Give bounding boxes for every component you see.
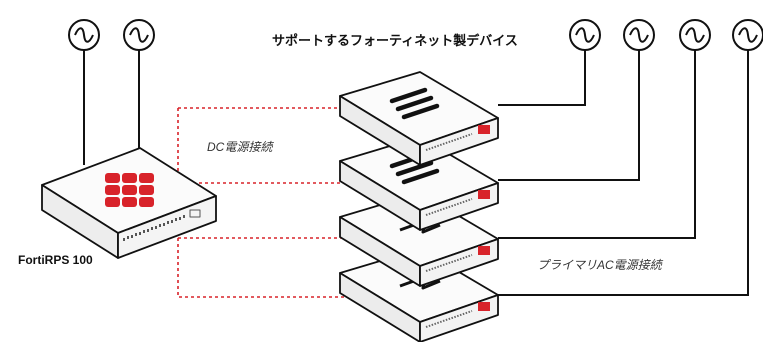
rps-ports	[123, 209, 201, 241]
ac-sine-icon	[623, 19, 655, 51]
device-logo-badge	[478, 246, 490, 255]
ac-sine-icon	[569, 19, 601, 51]
fortirps-unit	[41, 147, 217, 259]
fortigate-bars-icon	[389, 87, 440, 120]
ac-sine-icon	[679, 19, 711, 51]
device-left-face	[339, 272, 421, 342]
device-logo-badge	[478, 125, 490, 134]
device-stack	[339, 71, 499, 342]
fortinet-logo-icon	[105, 173, 154, 207]
device-ac-line-4	[498, 50, 749, 296]
ac-sine-icon	[732, 19, 763, 51]
ac-sine-icon	[123, 19, 155, 51]
rps-ac-lines	[83, 50, 140, 165]
dc-connection-label: DC電源接続	[207, 140, 273, 154]
device-logo-badge	[478, 190, 490, 199]
device-1	[339, 71, 499, 166]
device-2	[339, 136, 499, 231]
ac-outlets	[68, 19, 763, 51]
device-ac-lines	[498, 50, 749, 296]
fortirps-label: FortiRPS 100	[18, 253, 93, 267]
rps-front-face	[117, 195, 217, 259]
device-ac-line-2	[498, 50, 640, 181]
dc-line-lower	[177, 237, 350, 298]
device-ac-line-3	[498, 50, 696, 239]
device-logo-badge	[478, 302, 490, 311]
ac-connection-label: プライマリAC電源接続	[537, 258, 662, 272]
diagram-title: サポートするフォーティネット製デバイス	[272, 33, 518, 48]
ac-sine-icon	[68, 19, 100, 51]
device-ac-line-1	[498, 50, 586, 106]
